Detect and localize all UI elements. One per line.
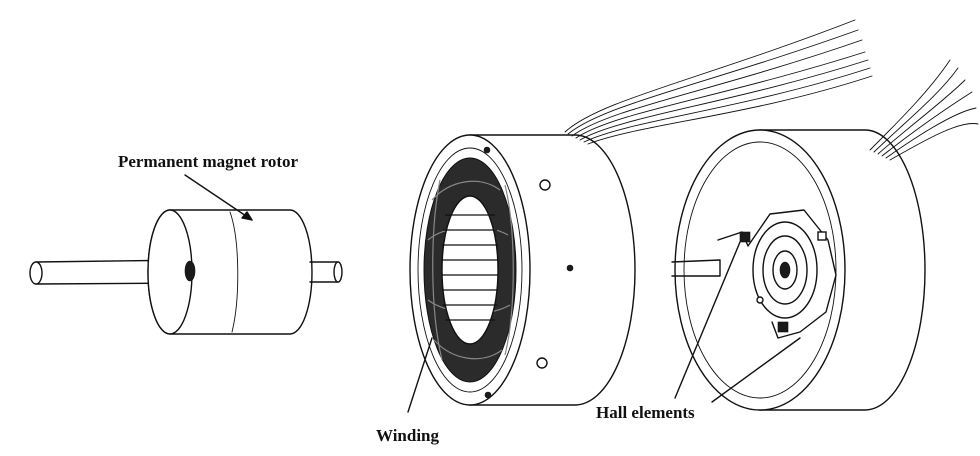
- hall-center-hole: [779, 261, 791, 279]
- hall-element-bottom: [777, 321, 789, 333]
- leader-lines: [184, 174, 801, 413]
- rotor-hub: [184, 260, 196, 282]
- hall-sensor-housing-icon: [671, 129, 926, 411]
- stator-icon: [409, 134, 636, 406]
- rotor-label: Permanent magnet rotor: [118, 152, 298, 171]
- hall-mount-hole: [756, 296, 764, 304]
- rotor-shading: [229, 211, 239, 333]
- hall-side-tab: [671, 259, 721, 277]
- rotor-icon: [29, 209, 343, 335]
- rotor-shaft-right-end: [333, 261, 343, 283]
- rotor-shaft-end: [29, 261, 43, 285]
- rotor-leader-line: [184, 174, 253, 221]
- hall-leader-line-right: [711, 337, 801, 403]
- wire-bundle-icon: [564, 19, 979, 161]
- hall-center-ring-inner: [772, 250, 798, 290]
- stator-bolt-hole: [536, 357, 548, 369]
- hall-elements-label: Hall elements: [596, 403, 695, 422]
- stator-bolt-hole: [539, 179, 551, 191]
- winding-label: Winding: [376, 426, 440, 445]
- winding-leader-line: [407, 337, 433, 413]
- rotor-shaft-right: [309, 261, 339, 283]
- hall-element-top: [739, 231, 751, 243]
- stator-core: [441, 195, 499, 345]
- stator-bolt-hole: [566, 264, 574, 272]
- stator-bolt-hole: [483, 146, 491, 154]
- hall-element-right: [817, 231, 827, 241]
- hall-center-ring-mid: [762, 235, 808, 305]
- stator-bolt-hole: [484, 391, 492, 399]
- hall-leader-line-left: [674, 241, 741, 399]
- stator-inner-ring: [417, 147, 523, 393]
- hall-housing-inner-rim: [683, 141, 837, 399]
- rotor-leader-arrow: [241, 211, 253, 221]
